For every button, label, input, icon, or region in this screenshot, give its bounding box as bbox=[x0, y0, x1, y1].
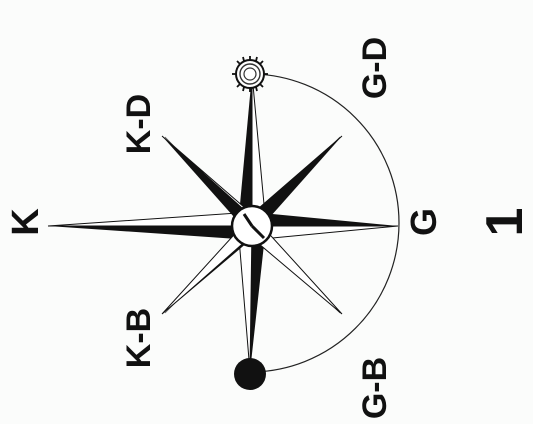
star-point-right bbox=[252, 212, 398, 240]
label-k: K bbox=[5, 208, 47, 236]
bottom-solid-circle bbox=[234, 358, 266, 390]
label-g: G bbox=[403, 208, 444, 236]
label-g-b: G-B bbox=[356, 357, 394, 419]
star-point-bottom bbox=[238, 226, 266, 372]
label-g-d: G-D bbox=[356, 37, 394, 99]
star-point-left bbox=[48, 212, 252, 240]
page-number: 1 bbox=[476, 208, 533, 237]
sun-icon bbox=[232, 56, 268, 92]
star-point-top bbox=[238, 74, 266, 226]
label-k-b: K-B bbox=[120, 308, 158, 368]
label-k-d: K-D bbox=[120, 94, 158, 154]
